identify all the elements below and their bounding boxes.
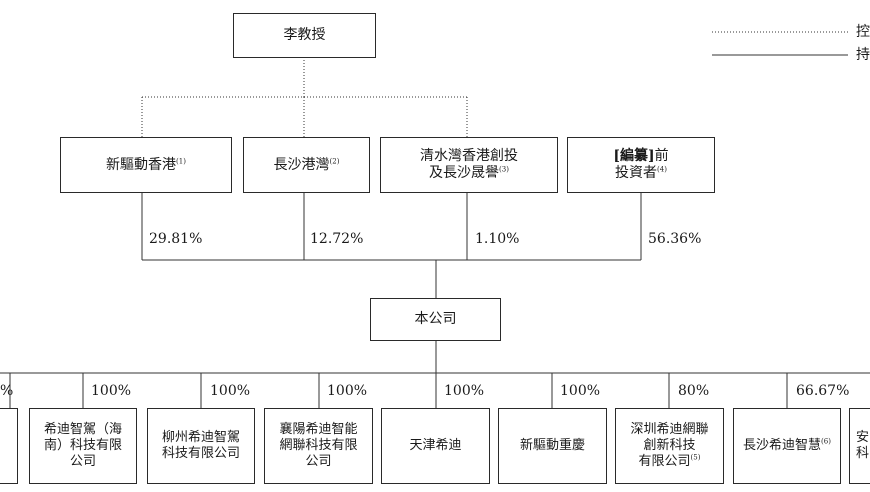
subsidiary-box-4: 天津希迪 <box>381 408 490 484</box>
subsidiary-3-pct: 100% <box>327 383 368 399</box>
subsidiary-6-line3: 有限公司 <box>638 454 691 469</box>
subsidiary-5-pct: 100% <box>560 383 601 399</box>
subsidiary-1-line3: 公司 <box>69 454 96 469</box>
legend-holding-label: 持 <box>856 47 870 63</box>
subsidiary-2-pct: 100% <box>210 383 251 399</box>
shareholder-box-1: 新驅動香港(1) <box>60 137 232 193</box>
subsidiary-5-line1: 新驅動重慶 <box>519 438 585 453</box>
subsidiary-7-pct: 66.67% <box>796 383 850 399</box>
shareholder-3-line1: 清水灣香港創投 <box>420 148 518 164</box>
shareholder-4-pct: 56.36% <box>648 231 702 247</box>
shareholder-3-pct: 1.10% <box>475 231 520 247</box>
subsidiary-8-line1: 安 <box>856 430 870 445</box>
subsidiary-2-line1: 柳州希迪智駕 <box>161 430 240 445</box>
shareholder-2-pct: 12.72% <box>310 231 364 247</box>
subsidiary-7-note: (6) <box>821 437 831 446</box>
subsidiary-6-line2: 創新科技 <box>643 438 696 453</box>
subsidiary-box-3: 襄陽希迪智能 網聯科技有限 公司 <box>264 408 373 484</box>
shareholder-1-name: 新驅動香港 <box>106 156 177 173</box>
subsidiary-box-0 <box>0 408 18 484</box>
subsidiary-6-pct: 80% <box>678 383 710 399</box>
subsidiary-0-pct: % <box>0 383 14 399</box>
shareholder-2-note: (2) <box>329 156 340 165</box>
subsidiary-box-6: 深圳希迪網聯 創新科技 有限公司(5) <box>615 408 724 484</box>
top-shareholder-name: 李教授 <box>283 27 326 43</box>
subsidiary-3-line3: 公司 <box>305 454 332 469</box>
shareholder-box-2: 長沙港灣(2) <box>243 137 370 193</box>
subsidiary-1-line2: 南）科技有限 <box>43 438 122 453</box>
subsidiary-4-line1: 天津希迪 <box>409 438 462 453</box>
subsidiary-2-line2: 科技有限公司 <box>161 446 240 461</box>
subsidiary-box-1: 希迪智駕（海 南）科技有限 公司 <box>29 408 137 484</box>
shareholder-3-line2: 及長沙晟譽 <box>429 165 500 181</box>
subsidiary-box-7: 長沙希迪智慧(6) <box>733 408 841 484</box>
subsidiary-box-2: 柳州希迪智駕 科技有限公司 <box>147 408 255 484</box>
subsidiary-3-line1: 襄陽希迪智能 <box>279 422 358 437</box>
subsidiary-6-line1: 深圳希迪網聯 <box>630 422 709 437</box>
subsidiary-1-pct: 100% <box>91 383 132 399</box>
subsidiary-box-5: 新驅動重慶 <box>498 408 607 484</box>
subsidiary-6-note: (5) <box>690 453 701 462</box>
shareholder-1-pct: 29.81% <box>149 231 203 247</box>
subsidiary-box-8: 安 科 <box>849 408 870 484</box>
subsidiary-7-line1: 長沙希迪智慧 <box>743 438 822 453</box>
shareholder-1-note: (1) <box>176 156 186 165</box>
shareholder-4-line1: 前 <box>654 148 669 164</box>
subsidiary-4-pct: 100% <box>444 383 485 399</box>
company-box: 本公司 <box>370 298 501 341</box>
shareholder-4-redacted: [編纂] <box>613 148 655 164</box>
shareholder-3-note: (3) <box>499 165 509 174</box>
legend-control-label: 控 <box>856 24 870 40</box>
top-shareholder-box: 李教授 <box>233 13 376 58</box>
shareholder-box-4: [編纂]前 投資者(4) <box>567 137 715 193</box>
subsidiary-8-line2: 科 <box>856 446 870 461</box>
company-name: 本公司 <box>414 311 457 327</box>
shareholder-4-line2: 投資者 <box>615 165 658 181</box>
shareholder-4-note: (4) <box>657 165 667 174</box>
shareholder-2-name: 長沙港灣 <box>273 156 330 173</box>
subsidiary-1-line1: 希迪智駕（海 <box>43 422 122 437</box>
shareholder-box-3: 清水灣香港創投 及長沙晟譽(3) <box>380 137 558 193</box>
subsidiary-3-line2: 網聯科技有限 <box>279 438 358 453</box>
